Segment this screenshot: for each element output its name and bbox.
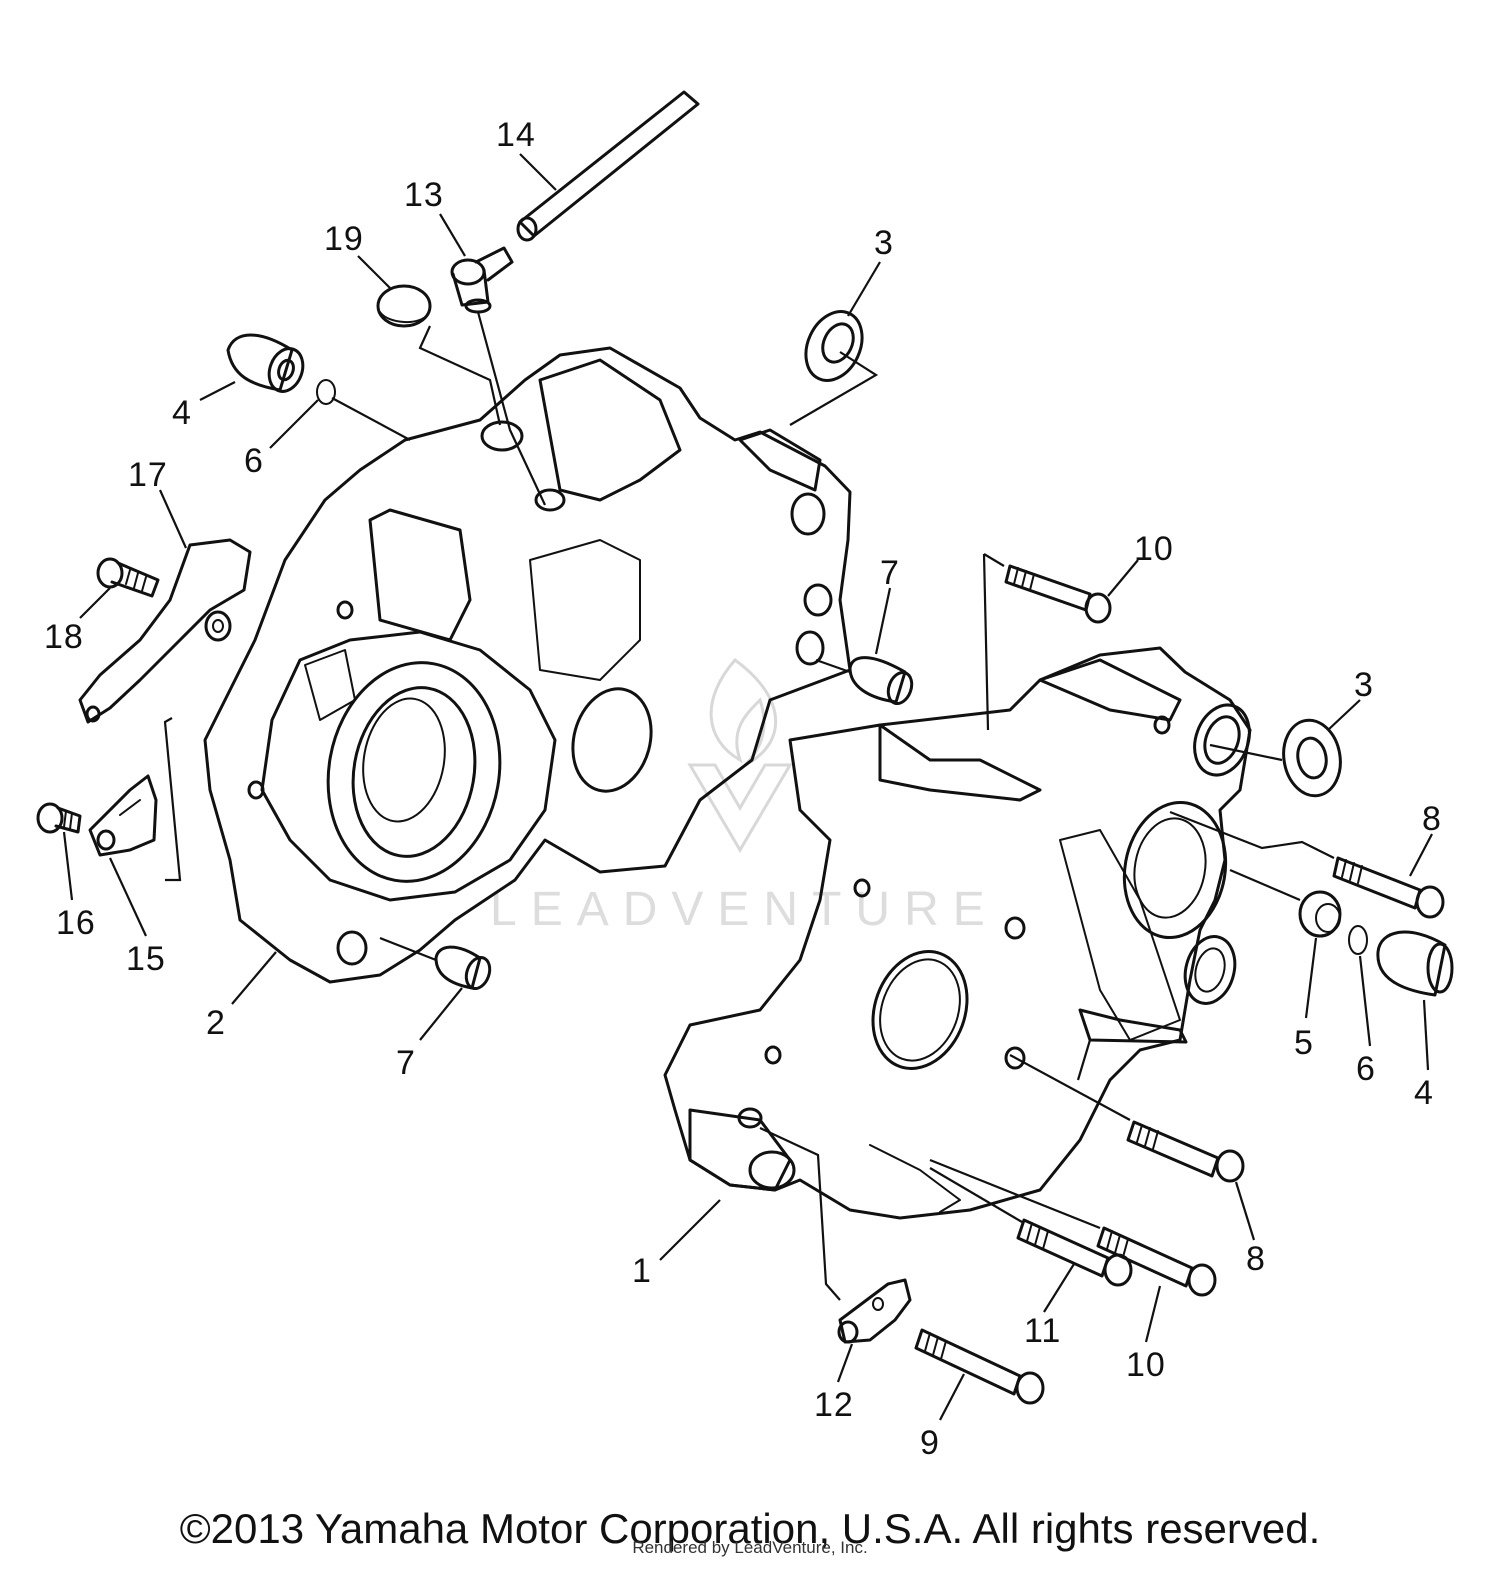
- rendered-by-credit: Rendered by LeadVenture, Inc.: [632, 1538, 868, 1557]
- part-10-bolt-top: [1004, 564, 1112, 624]
- part-8-bolt-top: [1332, 856, 1445, 919]
- callout-4-left: 4: [172, 394, 192, 432]
- callout-10-top: 10: [1134, 530, 1174, 568]
- callout-labels: 14 13 19 3 4 6 17 18 16 15 2 7 7 10 3 8 …: [44, 116, 1442, 1462]
- callout-19: 19: [324, 220, 364, 258]
- watermark-logo: LEADVENTURE: [490, 657, 999, 936]
- part-2-left-crankcase: [203, 346, 852, 984]
- part-6-circlip-right: [1348, 925, 1368, 955]
- part-14-pipe: [516, 90, 700, 242]
- part-4-bearing-right: [1376, 930, 1454, 997]
- part-8-bolt-bottom: [1126, 1120, 1245, 1183]
- callout-7-right: 7: [880, 554, 900, 592]
- part-9-bolt: [914, 1328, 1045, 1405]
- callout-16: 16: [56, 904, 96, 942]
- part-13-fitting: [450, 246, 514, 314]
- assembly-lines: [163, 311, 1335, 1301]
- callout-8-bottom: 8: [1246, 1240, 1266, 1278]
- callout-9: 9: [920, 1424, 940, 1462]
- part-1-right-crankcase: [663, 646, 1252, 1220]
- callout-leaders: [62, 153, 1433, 1421]
- callout-5: 5: [1294, 1024, 1314, 1062]
- callout-4-right: 4: [1414, 1074, 1434, 1112]
- part-7-dowel-left: [434, 945, 492, 990]
- callout-10-bottom: 10: [1126, 1346, 1166, 1384]
- part-3-oil-seal-right: [1282, 718, 1342, 798]
- part-18-bolt: [96, 557, 160, 598]
- callout-17: 17: [128, 456, 168, 494]
- callout-7-left: 7: [396, 1044, 416, 1082]
- copyright-notice: ©2013 Yamaha Motor Corporation, U.S.A. A…: [179, 1505, 1321, 1552]
- callout-13: 13: [404, 176, 444, 214]
- callout-11: 11: [1024, 1312, 1061, 1350]
- callout-3-right: 3: [1354, 666, 1374, 704]
- part-10-bolt-bottom: [1096, 1226, 1217, 1297]
- part-15-stopper: [88, 774, 158, 857]
- callout-8-top: 8: [1422, 800, 1442, 838]
- part-3-oil-seal-top: [804, 310, 864, 382]
- part-4-bearing-left: [226, 333, 305, 393]
- callout-1: 1: [632, 1252, 652, 1290]
- part-7-dowel-right: [848, 656, 914, 705]
- callout-14: 14: [496, 116, 536, 154]
- callout-6-left: 6: [244, 442, 264, 480]
- part-19-plug: [376, 284, 432, 328]
- part-6-circlip-left: [316, 379, 336, 405]
- watermark-text: LEADVENTURE: [490, 883, 999, 936]
- part-17-plate: [78, 538, 252, 724]
- callout-18: 18: [44, 618, 84, 656]
- part-12-plate: [837, 1278, 912, 1344]
- part-5-collar: [1298, 890, 1342, 938]
- callout-3-top: 3: [874, 224, 894, 262]
- callout-6-right: 6: [1356, 1050, 1376, 1088]
- part-16-bolt: [36, 802, 82, 834]
- callout-12: 12: [814, 1386, 854, 1424]
- callout-2: 2: [206, 1004, 226, 1042]
- exploded-parts-diagram: LEADVENTURE: [36, 90, 1454, 1462]
- callout-15: 15: [126, 940, 166, 978]
